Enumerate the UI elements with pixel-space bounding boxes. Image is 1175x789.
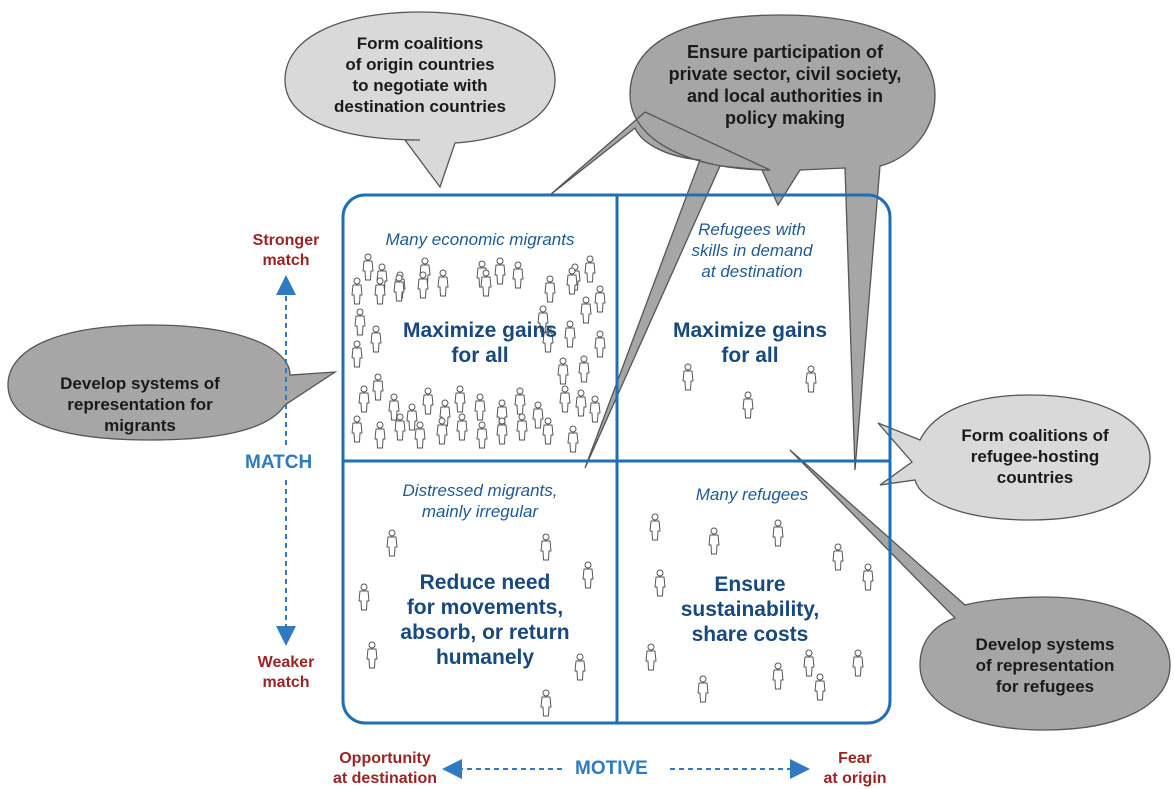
person-icon [805,365,817,393]
person-icon [645,643,657,671]
person-icon [358,385,370,413]
axis-match-title: MATCH [245,452,313,473]
person-icon [354,308,366,336]
person-icon [437,269,449,297]
bubble-participation [549,14,936,471]
person-icon [494,257,506,285]
person-icon [496,417,508,445]
person-icon [594,285,606,313]
bottom-right-policy: Ensure sustainability, share costs [680,573,820,646]
bubble-origin-coalitions [284,11,556,189]
axis-stronger-match: Stronger match [252,232,320,269]
bottom-left-policy: Reduce need for movements, absorb, or re… [400,571,570,669]
person-icon [474,393,486,421]
person-icon [708,527,720,555]
person-icon [351,277,363,305]
person-icon [649,513,661,541]
person-icon [351,340,363,368]
bubble-refugee-host-coalitions-text: Form coalitions of refugee-hosting count… [961,426,1109,487]
person-icon [514,387,526,415]
person-icon [862,563,874,591]
bubble-origin-coalitions-text: Form coalitions of origin countries to n… [334,34,506,116]
person-icon [832,543,844,571]
person-icon [374,421,386,449]
bubble-refugee-representation [789,449,1171,731]
person-icon [542,417,554,445]
bubble-refugee-host-coalitions [877,394,1151,521]
person-icon [575,389,587,417]
person-icon [852,649,864,677]
person-icon [814,673,826,701]
person-icon [358,583,370,611]
person-icon [584,255,596,283]
top-left-policy: Maximize gains for all [402,319,558,367]
person-icon [559,385,571,413]
person-icon [803,649,815,677]
matrix-frame [341,193,892,725]
axis-weaker-match: Weaker match [257,654,315,691]
person-icon [697,675,709,703]
person-icon [567,425,579,453]
person-icon [594,330,606,358]
bubble-migrant-representation-text: Develop systems of representation for mi… [60,374,220,435]
person-icon [414,421,426,449]
person-icon [589,395,601,423]
person-icon [362,253,374,281]
bubble-migrant-representation [7,324,338,441]
person-icon [454,385,466,413]
person-icon [742,391,754,419]
person-icon [772,662,784,690]
person-icon [540,689,552,717]
person-icon [422,387,434,415]
axis-fear-at-origin: Fear at origin [823,750,887,787]
bubble-participation-text: Ensure participation of private sector, … [668,42,902,128]
top-right-policy: Maximize gains for all [672,319,828,367]
person-icon [372,373,384,401]
person-icon [532,401,544,429]
bottom-right-group-label: Many refugees [695,485,809,504]
axis-opportunity-at-destination: Opportunity at destination [332,750,437,787]
bottom-left-group-label: Distressed migrants, mainly irregular [402,481,558,521]
axis-motive-title: MOTIVE [575,758,648,779]
person-icon [386,529,398,557]
person-icon [772,519,784,547]
top-right-group-label: Refugees with skills in demand at destin… [691,220,813,281]
person-icon [351,415,363,443]
person-icon [406,403,418,431]
person-icon [516,413,528,441]
person-icon [476,421,488,449]
top-left-group-label: Many economic migrants [385,230,575,249]
person-icon [456,413,468,441]
person-icon [540,533,552,561]
person-icon [512,261,524,289]
bubble-refugee-representation-text: Develop systems of representation for re… [975,635,1115,696]
person-icon [544,275,556,303]
